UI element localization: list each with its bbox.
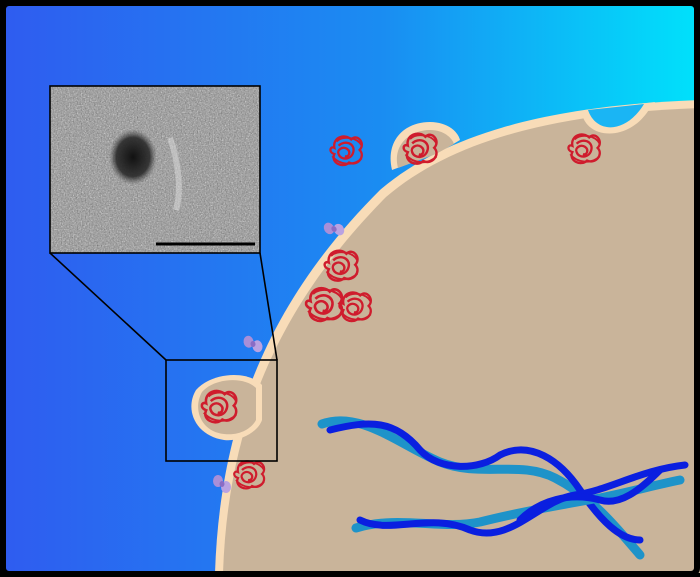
zoom-callout: [49, 252, 278, 462]
cytoplasm: [223, 108, 700, 573]
zoom-region-box: [165, 359, 278, 462]
electron-micrograph-inset: [49, 85, 261, 254]
endocytic-pit: [582, 102, 655, 134]
dna-double-helix: [317, 416, 689, 560]
